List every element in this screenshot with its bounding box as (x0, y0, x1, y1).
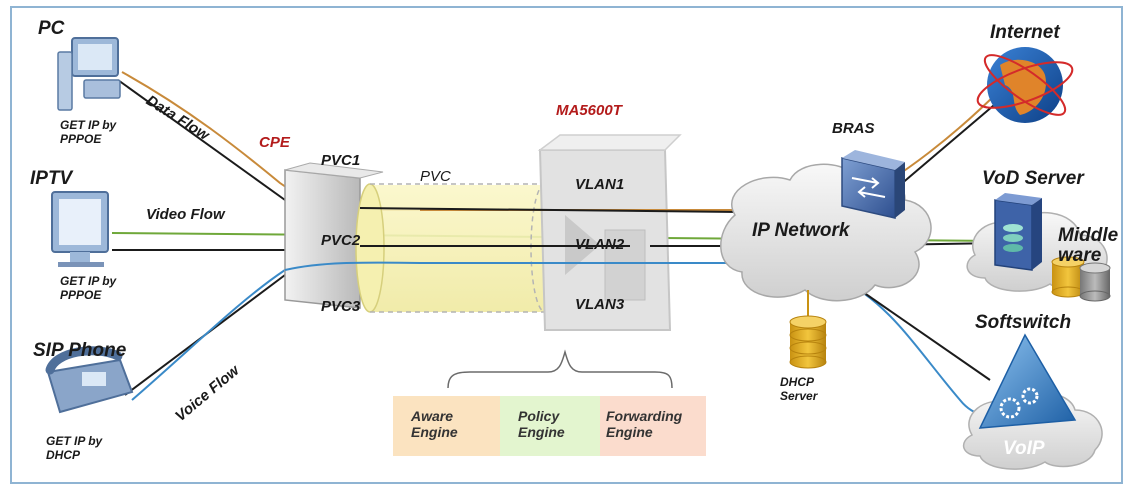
ip-network-label: IP Network (752, 220, 850, 241)
vod-server-icon (994, 193, 1042, 271)
vlan2-label: VLAN2 (575, 236, 625, 253)
forwarding-engine-label: Forwarding Engine (606, 408, 683, 440)
sip-voice-flow (131, 269, 286, 401)
olt-chassis (537, 134, 682, 331)
policy-engine-label: Policy Engine (518, 408, 565, 440)
aware-engine-label: Aware Engine (411, 408, 458, 440)
dhcp-server-icon (789, 290, 827, 369)
vod-server-label: VoD Server (982, 168, 1084, 189)
vlan3-label: VLAN3 (575, 296, 625, 313)
softswitch-icon (978, 333, 1077, 429)
engine-bracket (447, 349, 673, 389)
vlan1-label: VLAN1 (575, 176, 625, 193)
video-flow-label: Video Flow (146, 206, 225, 223)
diagram-frame (10, 6, 1123, 484)
iptv-label: IPTV (30, 168, 73, 189)
pc-data-link (117, 79, 286, 201)
middleware-coins-icon (1051, 256, 1111, 302)
aware-engine-box: Aware Engine (393, 396, 500, 456)
cpe-device (284, 162, 384, 309)
bras-router (841, 150, 905, 219)
cpe-label: CPE (259, 134, 290, 151)
voice-flow-black (859, 289, 991, 381)
middleware-label: Middle ware (1058, 225, 1119, 266)
sip-ip-note: GET IP by DHCP (46, 434, 103, 462)
internet-globe-icon (976, 47, 1074, 123)
bras-label: BRAS (832, 120, 875, 137)
sip-phone-label: SIP Phone (33, 340, 127, 361)
pvc-tunnel (355, 183, 560, 313)
forwarding-engine-box: Forwarding Engine (600, 396, 706, 456)
bras-internet-black (899, 99, 1001, 186)
pc-label: PC (38, 18, 65, 39)
sip-phone-icon (45, 346, 134, 414)
iptv-icon (51, 191, 109, 267)
voip-label: VoIP (1003, 438, 1045, 459)
softswitch-label: Softswitch (975, 312, 1072, 333)
pc-ip-note: GET IP by PPPOE (60, 118, 117, 146)
pvc1-label: PVC1 (321, 152, 361, 169)
olt-label: MA5600T (556, 102, 622, 119)
dhcp-server-label: DHCP Server (780, 375, 818, 403)
iptv-ip-note: GET IP by PPPOE (60, 274, 117, 302)
pc-icon (57, 37, 121, 111)
policy-engine-box: Policy Engine (500, 396, 600, 456)
pvc3-label: PVC3 (321, 298, 361, 315)
pvc-label: PVC (420, 168, 451, 185)
internet-label: Internet (990, 22, 1060, 43)
pvc2-label: PVC2 (321, 232, 361, 249)
